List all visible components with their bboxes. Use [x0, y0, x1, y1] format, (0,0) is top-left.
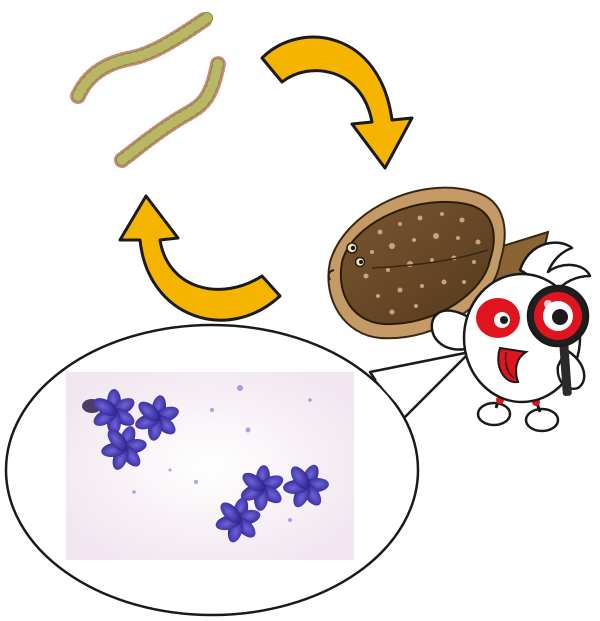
worm-upper — [78, 18, 207, 96]
stained-spores-micrograph — [66, 372, 354, 560]
worms-icon — [78, 18, 218, 160]
curved-arrow-icon — [120, 196, 280, 320]
worm-lower — [122, 64, 218, 160]
curved-arrow-icon — [262, 37, 412, 168]
